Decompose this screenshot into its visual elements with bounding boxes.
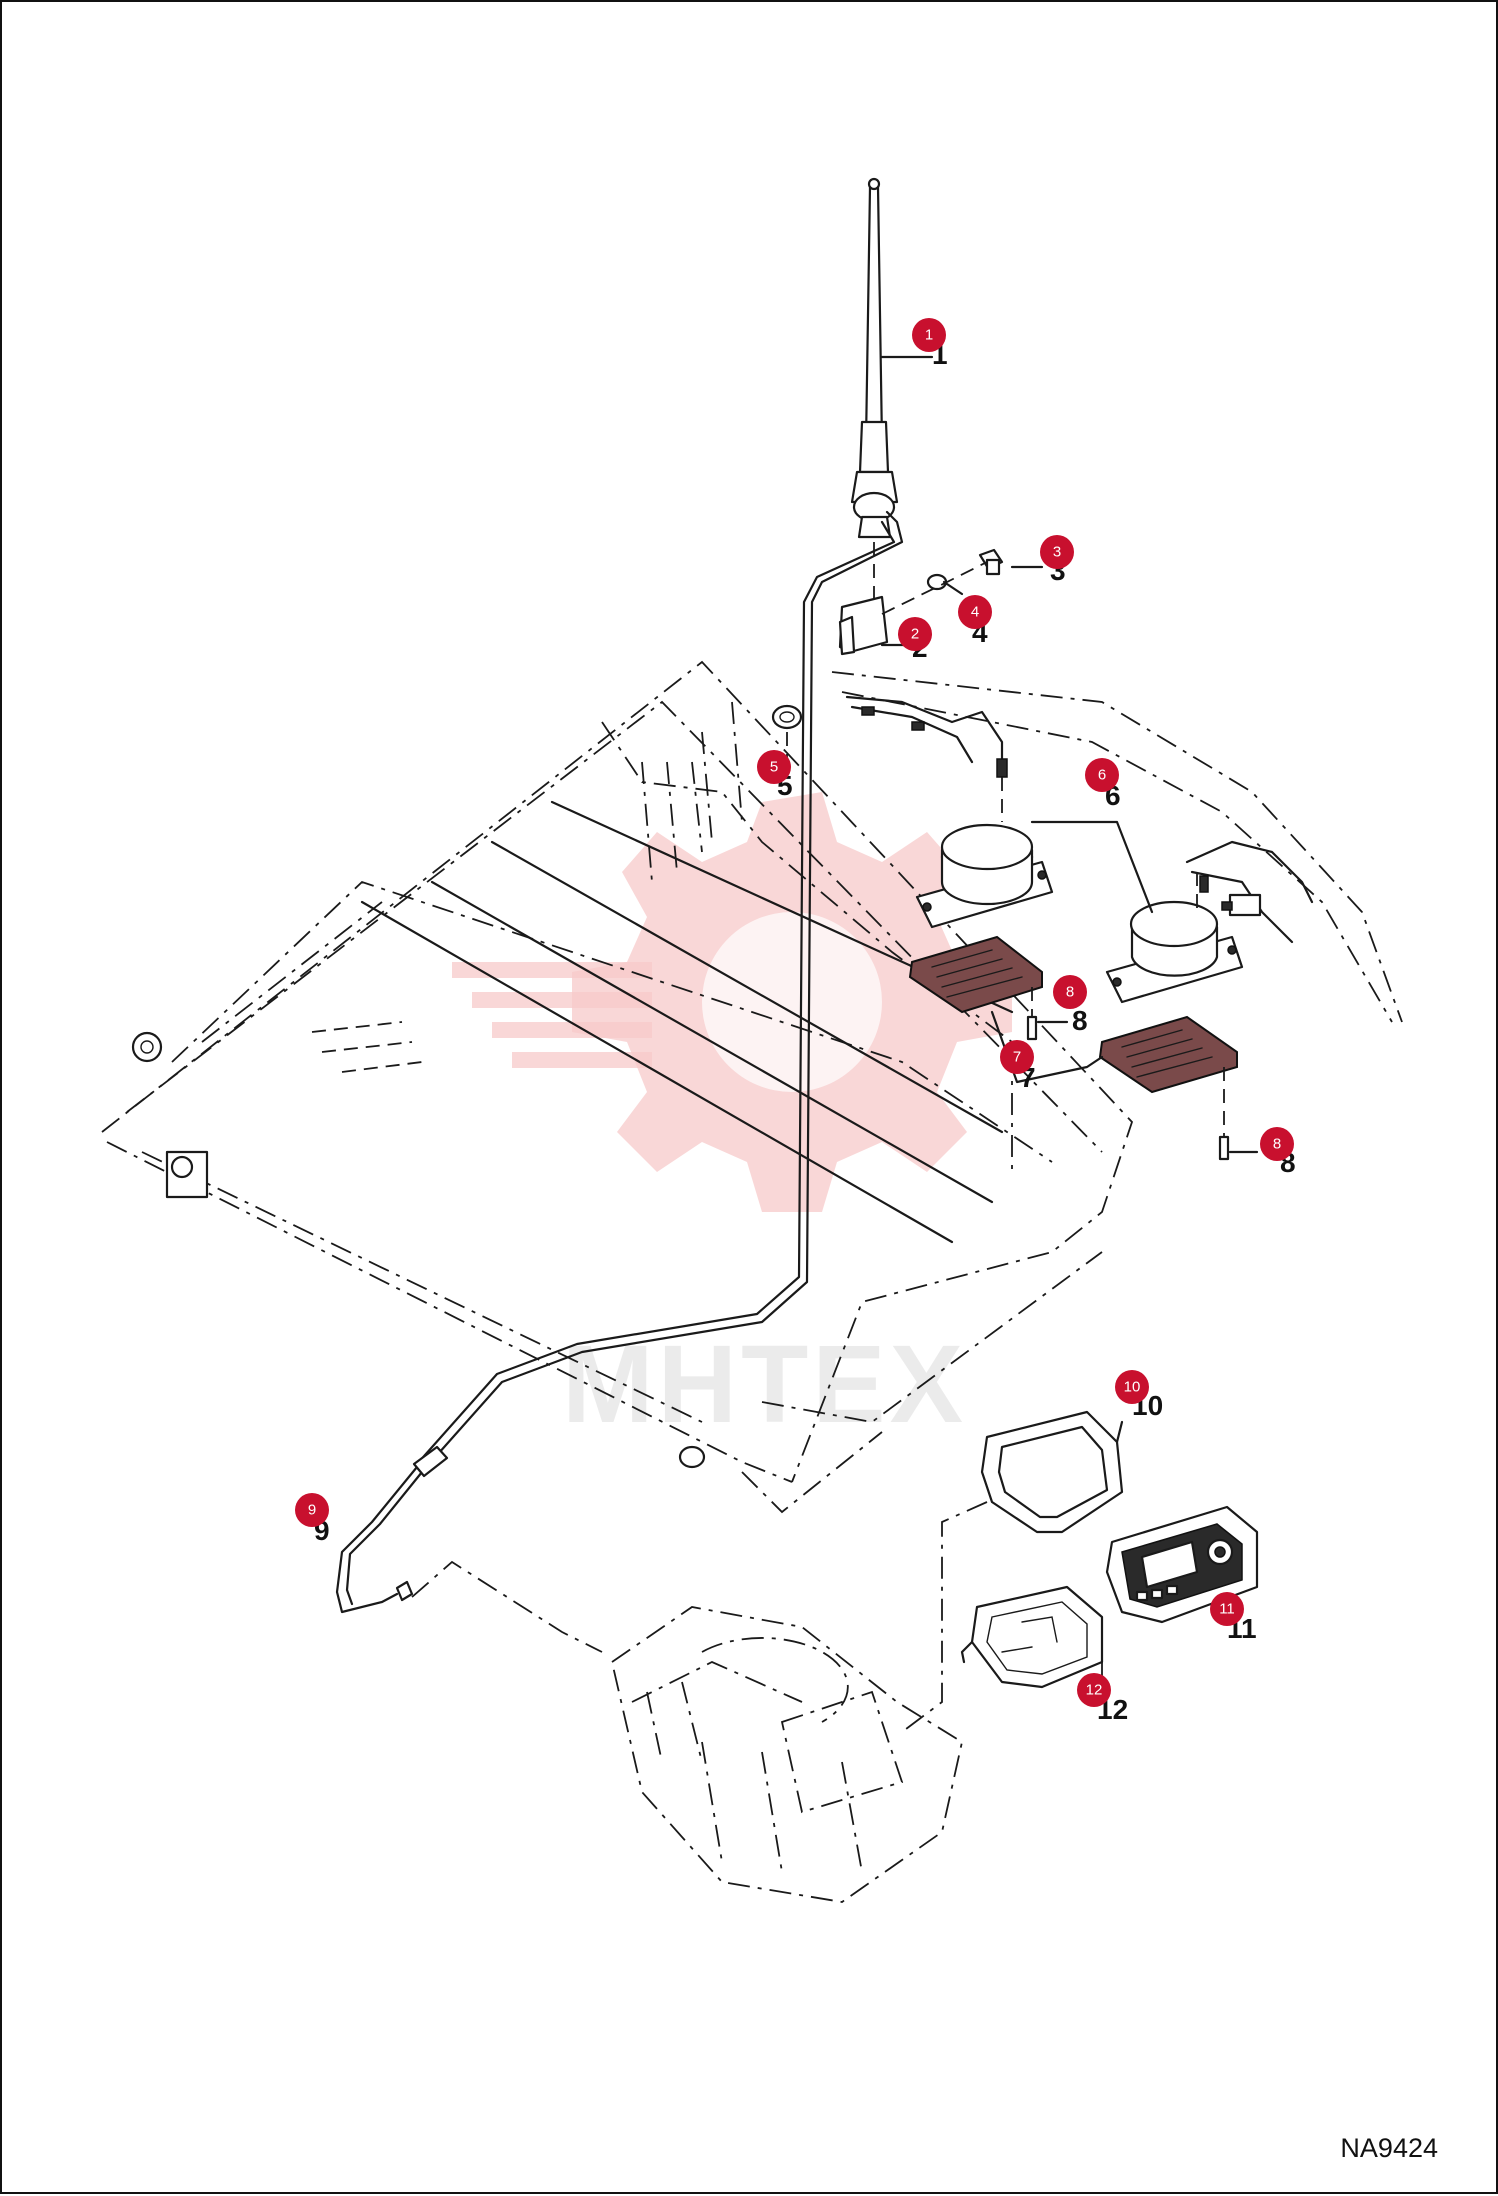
svg-text:8: 8 — [1066, 984, 1074, 1001]
callout-pin-5[interactable]: 5 — [757, 750, 791, 784]
mount-bracket-part-2 — [838, 595, 889, 656]
figure-code: NA9424 — [1340, 2133, 1438, 2163]
hardware-leader — [881, 561, 988, 615]
grille-right-part-7 — [1098, 1015, 1238, 1094]
speaker-left-part-6 — [915, 823, 1054, 929]
callout-pin-1[interactable]: 1 — [912, 318, 946, 352]
screw-left-part-8 — [1026, 987, 1069, 1041]
assembly-leader-10-12 — [901, 1501, 988, 1733]
callout-pin-4[interactable]: 4 — [958, 595, 992, 629]
speaker-leader-6 — [1030, 820, 1154, 914]
speaker-right-part-6 — [1105, 900, 1244, 1004]
callout-pin-11[interactable]: 11 — [1210, 1592, 1244, 1626]
svg-text:11: 11 — [1219, 1601, 1235, 1618]
wiring-harness — [831, 671, 1403, 1023]
callout-pin-12[interactable]: 12 — [1077, 1673, 1111, 1707]
antenna-cable-part-9 — [335, 1445, 603, 1653]
svg-text:4: 4 — [971, 604, 979, 621]
svg-text:1: 1 — [925, 327, 933, 344]
svg-text:10: 10 — [1124, 1379, 1141, 1396]
svg-text:12: 12 — [1086, 1682, 1103, 1699]
mounting-frame-part-12 — [960, 1585, 1104, 1689]
callout-pin-3[interactable]: 3 — [1040, 535, 1074, 569]
radio-unit-part-11 — [1105, 1505, 1259, 1624]
watermark-gear-logo — [452, 792, 1012, 1212]
svg-text:6: 6 — [1098, 767, 1106, 784]
grille-left-part-7 — [908, 935, 1043, 1014]
svg-text:5: 5 — [770, 759, 778, 776]
callout-pin-2[interactable]: 2 — [898, 617, 932, 651]
part-label-8a: 8 — [1072, 1005, 1088, 1036]
svg-text:8: 8 — [1273, 1136, 1281, 1153]
bezel-ring-part-10 — [980, 1410, 1124, 1534]
callout-pin-7[interactable]: 7 — [1000, 1040, 1034, 1074]
nut-part-3 — [978, 548, 1004, 576]
callout-pins[interactable]: 1 2 3 4 5 6 7 8 8 9 10 11 12 — [295, 318, 1294, 1707]
antenna-part-1 — [415, 177, 904, 1474]
callout-pin-10[interactable]: 10 — [1115, 1370, 1149, 1404]
svg-text:7: 7 — [1013, 1049, 1021, 1066]
console-housing — [610, 1606, 964, 1903]
callout-pin-6[interactable]: 6 — [1085, 758, 1119, 792]
svg-text:2: 2 — [911, 626, 919, 643]
cab-roof-frame — [101, 660, 1134, 1514]
callout-pin-8b[interactable]: 8 — [1260, 1127, 1294, 1161]
callout-pin-8a[interactable]: 8 — [1053, 975, 1087, 1009]
callout-pin-9[interactable]: 9 — [295, 1493, 329, 1527]
svg-text:3: 3 — [1053, 544, 1061, 561]
svg-text:9: 9 — [308, 1502, 316, 1519]
screw-right-part-8 — [1218, 1067, 1259, 1161]
grommet-part-5 — [771, 704, 803, 762]
